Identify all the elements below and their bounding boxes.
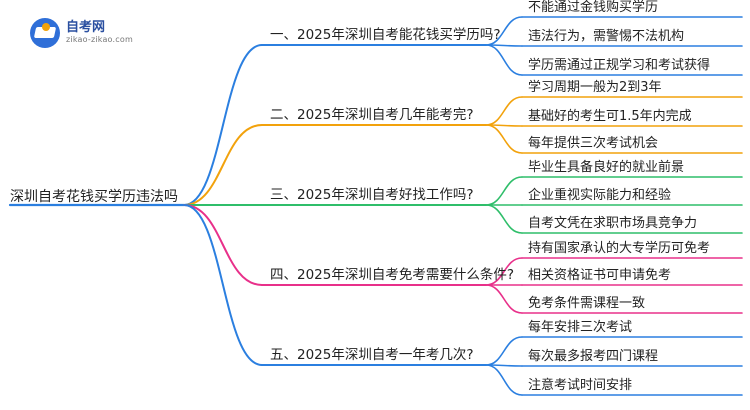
leaf-3-1: 毕业生具备良好的就业前景 [528, 160, 685, 175]
leaf-1-3: 学历需通过正规学习和考试获得 [528, 58, 711, 73]
leaf-1-1: 不能通过金钱购买学历 [528, 0, 659, 15]
branch-leaf-connector-2-3 [485, 124, 523, 154]
leaf-2-2: 基础好的考生可1.5年内完成 [528, 109, 692, 124]
root-branch-connector-4 [183, 204, 263, 286]
branch-leaf-connector-5-1 [485, 336, 523, 366]
leaf-2-1: 学习周期一般为2到3年 [528, 80, 662, 95]
graduation-cap-icon [30, 18, 60, 48]
leaf-1-2: 违法行为，需警惕不法机构 [528, 29, 685, 44]
leaf-4-3: 免考条件需课程一致 [528, 296, 646, 311]
branch-leaf-connector-4-3 [485, 284, 523, 314]
root-branch-connector-2 [183, 124, 263, 206]
branch-leaf-connector-5-3 [485, 364, 523, 396]
branch-topic-4: 四、2025年深圳自考免考需要什么条件? [270, 267, 515, 283]
logo-title: 自考网 [66, 20, 106, 35]
leaf-4-2: 相关资格证书可申请免考 [528, 268, 672, 283]
branch-leaf-connector-3-1 [485, 176, 523, 206]
leaf-2-3: 每年提供三次考试机会 [528, 136, 659, 151]
leaf-5-1: 每年安排三次考试 [528, 320, 633, 335]
branch-leaf-connector-3-3 [485, 204, 523, 234]
branch-topic-3: 三、2025年深圳自考好找工作吗? [270, 187, 474, 203]
branch-topic-2: 二、2025年深圳自考几年能考完? [270, 107, 474, 123]
root-branch-connector-1 [183, 44, 263, 206]
branch-leaf-connector-1-1 [485, 16, 523, 46]
leaf-3-3: 自考文凭在求职市场具竞争力 [528, 216, 698, 231]
leaf-5-3: 注意考试时间安排 [528, 378, 633, 393]
leaf-5-2: 每次最多报考四门课程 [528, 349, 659, 364]
logo-subtitle: zikao-zikao.com [66, 35, 133, 44]
branch-leaf-connector-2-1 [485, 96, 523, 126]
branch-leaf-connector-1-3 [485, 44, 523, 76]
site-logo[interactable]: 自考网 zikao-zikao.com [30, 16, 160, 50]
root-topic: 深圳自考花钱买学历违法吗 [10, 189, 178, 205]
branch-topic-1: 一、2025年深圳自考能花钱买学历吗? [270, 27, 501, 43]
root-branch-connector-5 [183, 204, 263, 366]
leaf-3-2: 企业重视实际能力和经验 [528, 188, 672, 203]
branch-topic-5: 五、2025年深圳自考一年考几次? [270, 347, 474, 363]
leaf-4-1: 持有国家承认的大专学历可免考 [528, 241, 711, 256]
